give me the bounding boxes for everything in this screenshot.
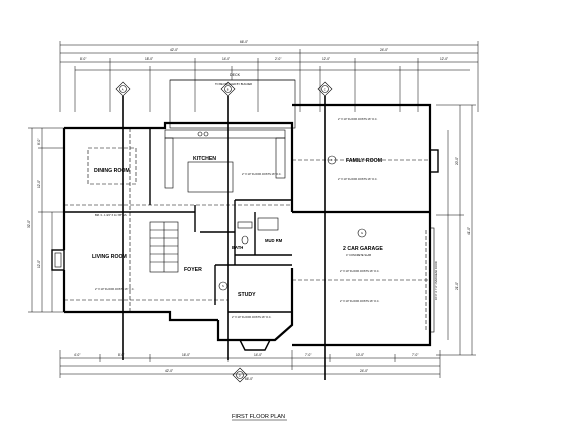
beam-lines [64, 128, 430, 312]
drawing-title: FIRST FLOOR PLAN [232, 414, 285, 420]
dim-bottom-seg: 8'-0" [118, 353, 124, 357]
room-label-garage: 2 CAR GARAGE [343, 246, 383, 252]
garage-slab-note: 4" CONCRETE SLAB [346, 253, 371, 257]
bottom-dimension-strings: 4'-0" 8'-0" 16'-0" 14'-0" 7'-0" 10'-0" 7… [59, 350, 441, 381]
note-family-joist: 2" X 10" FLOOR JOISTS 16" O.C. [338, 117, 378, 121]
note-study-joist: 2" X 10" FLOOR JOISTS 16" O.C. [232, 315, 272, 319]
garage-door [425, 227, 435, 333]
right-dimension-strings: 41'-0" 20'-0" 21'-0" [436, 104, 476, 356]
dim-right-total: 41'-0" [467, 227, 471, 235]
interior-walls [64, 128, 292, 313]
note-garage-door: 16'-0" X 7'-0" OVERHEAD DOOR [434, 261, 438, 300]
circle-mark-label: S [222, 284, 224, 288]
room-label-bath: BATH [232, 245, 243, 250]
circle-mark-label: F [331, 158, 333, 162]
dim-top-seg: 18'-0" [145, 57, 153, 61]
left-dimension-strings: 32'-0" 8'-0" 12'-0" 12'-0" [27, 127, 64, 313]
dim-right-seg: 21'-0" [455, 282, 459, 290]
bath-fixtures [237, 217, 279, 245]
room-label-kitchen: KITCHEN [193, 156, 216, 162]
dim-bottom-seg: 10'-0" [356, 353, 364, 357]
circle-marks: F G S [218, 155, 367, 291]
room-label-mud: MUD RM [265, 238, 283, 243]
room-label-living: LIVING ROOM [92, 254, 127, 260]
room-labels: KITCHEN DINING ROOM LIVING ROOM FOYER FA… [92, 156, 383, 298]
dim-bottom-seg: 7'-0" [412, 353, 418, 357]
dim-right-seg: 20'-0" [455, 157, 459, 165]
room-label-dining: DINING ROOM [94, 168, 130, 174]
dim-bottom-right: 24'-0" [360, 369, 368, 373]
dim-top-total: 66'-0" [240, 40, 248, 44]
top-dimension-strings: 66'-0" 42'-0" 24'-0" 8'-0" 18'-0" 14'-0"… [59, 40, 479, 112]
study-bay [239, 339, 271, 351]
dim-left-total: 32'-0" [27, 220, 31, 228]
dim-top-seg: 8'-0" [80, 57, 86, 61]
dim-bottom-seg: 7'-0" [305, 353, 311, 357]
fireplace [51, 249, 65, 271]
kitchen-casework [164, 129, 286, 193]
grid-marker-label: A [122, 88, 124, 92]
dim-left-seg: 8'-0" [37, 139, 41, 145]
dim-top-seg: 14'-0" [222, 57, 230, 61]
deck-sublabel: TO BE DETAILED BY BUILDER [215, 82, 252, 86]
grid-marker-label: D [239, 374, 241, 378]
structural-notes: 2" X 10" FLOOR JOISTS 16" O.C. BM. 3 - 1… [95, 117, 438, 319]
note-beam: BM. 3 - 1 3/4" X 11 7/8" LVL [95, 213, 128, 217]
note-garage-joist: 2" X 10" FLOOR JOISTS 16" O.C. [340, 299, 380, 303]
dim-top-seg: 12'-0" [440, 57, 448, 61]
deck-label: DECK [230, 73, 241, 77]
grid-marker-label: C [324, 88, 326, 92]
dim-left-seg: 12'-0" [37, 180, 41, 188]
drawing-title-block: FIRST FLOOR PLAN [232, 414, 287, 421]
note-family-joist: 2" X 10" FLOOR JOISTS 16" O.C. [338, 177, 378, 181]
deck: DECK TO BE DETAILED BY BUILDER [169, 73, 296, 129]
dim-bottom-seg: 14'-0" [254, 353, 262, 357]
note-garage-joist: 2" X 10" FLOOR JOISTS 16" O.C. [340, 269, 380, 273]
family-bay [429, 149, 439, 173]
dim-left-seg: 12'-0" [37, 260, 41, 268]
dim-bottom-left: 42'-0" [165, 369, 173, 373]
grid-marker: A [115, 81, 131, 97]
circle-mark-label: G [361, 231, 363, 235]
room-label-foyer: FOYER [184, 267, 202, 273]
grid-marker-label: B [227, 88, 229, 92]
dining-table [87, 147, 137, 185]
dim-top-right: 24'-0" [380, 48, 388, 52]
dim-bottom-seg: 4'-0" [74, 353, 80, 357]
note-kitchen-joist: 2" X 10" FLOOR JOISTS 16" O.C. [242, 172, 282, 176]
room-label-study: STUDY [238, 292, 256, 298]
dim-top-left: 42'-0" [170, 48, 178, 52]
section-lines [122, 96, 326, 380]
exterior-walls [62, 103, 432, 347]
room-label-family: FAMILY ROOM [346, 158, 382, 164]
dim-top-seg: 12'-0" [322, 57, 330, 61]
dim-top-seg: 2'-0" [275, 57, 281, 61]
dim-bottom-total: 66'-0" [245, 377, 253, 381]
stair [149, 221, 179, 273]
dim-bottom-seg: 16'-0" [182, 353, 190, 357]
grid-marker: D [232, 367, 248, 383]
note-living-joist: 2" X 10" FLOOR JOISTS 16" O.C. [95, 287, 135, 291]
